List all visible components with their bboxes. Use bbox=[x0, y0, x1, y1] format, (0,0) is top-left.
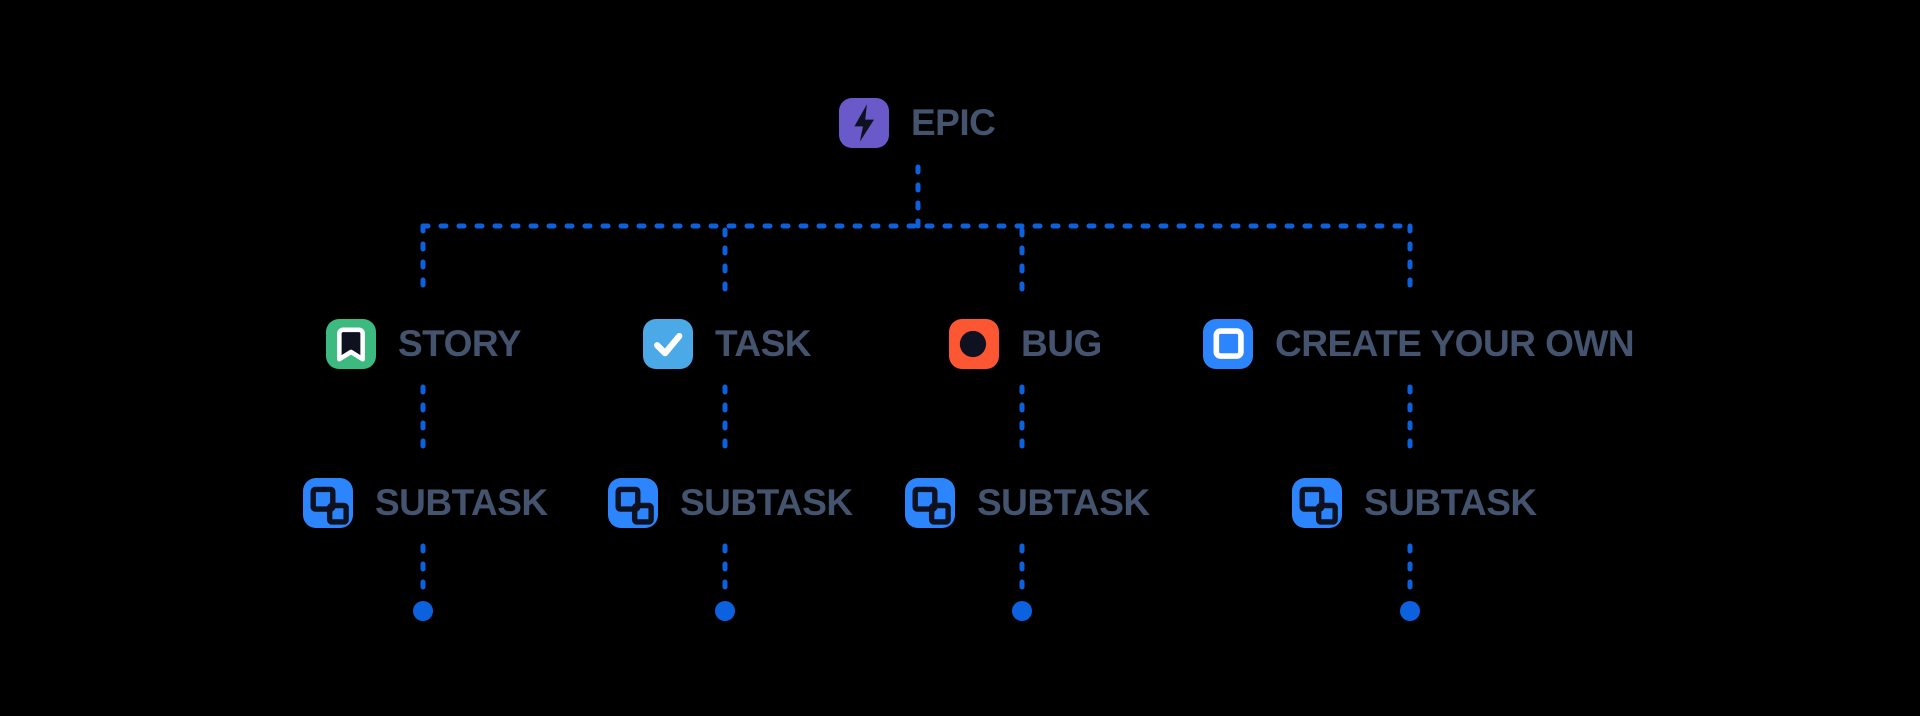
subtask-squares-icon bbox=[905, 478, 955, 528]
node-task: TASK bbox=[643, 319, 811, 369]
node-label: SUBTASK bbox=[1364, 482, 1537, 523]
create-your-own-square-icon bbox=[1203, 319, 1253, 369]
node-label: BUG bbox=[1021, 323, 1102, 364]
subtask-squares-icon bbox=[1292, 478, 1342, 528]
terminal-dot bbox=[715, 601, 735, 621]
bug-circle-icon bbox=[949, 319, 999, 369]
node-label: SUBTASK bbox=[977, 482, 1150, 523]
node-subtask-2: SUBTASK bbox=[608, 478, 853, 528]
node-epic: EPIC bbox=[839, 98, 996, 148]
node-create-your-own: CREATE YOUR OWN bbox=[1203, 319, 1635, 369]
subtask-squares-icon bbox=[608, 478, 658, 528]
task-check-icon bbox=[643, 319, 693, 369]
node-subtask-3: SUBTASK bbox=[905, 478, 1150, 528]
node-label: TASK bbox=[715, 323, 811, 364]
terminal-dot bbox=[413, 601, 433, 621]
node-subtask-1: SUBTASK bbox=[303, 478, 548, 528]
node-bug: BUG bbox=[949, 319, 1102, 369]
epic-lightning-icon bbox=[839, 98, 889, 148]
story-bookmark-icon bbox=[326, 319, 376, 369]
terminal-dot bbox=[1012, 601, 1032, 621]
node-label: STORY bbox=[398, 323, 521, 364]
node-label: CREATE YOUR OWN bbox=[1275, 323, 1635, 364]
node-label: SUBTASK bbox=[680, 482, 853, 523]
subtask-squares-icon bbox=[303, 478, 353, 528]
node-story: STORY bbox=[326, 319, 521, 369]
node-label: EPIC bbox=[911, 102, 996, 143]
node-subtask-4: SUBTASK bbox=[1292, 478, 1537, 528]
node-label: SUBTASK bbox=[375, 482, 548, 523]
terminal-dot bbox=[1400, 601, 1420, 621]
